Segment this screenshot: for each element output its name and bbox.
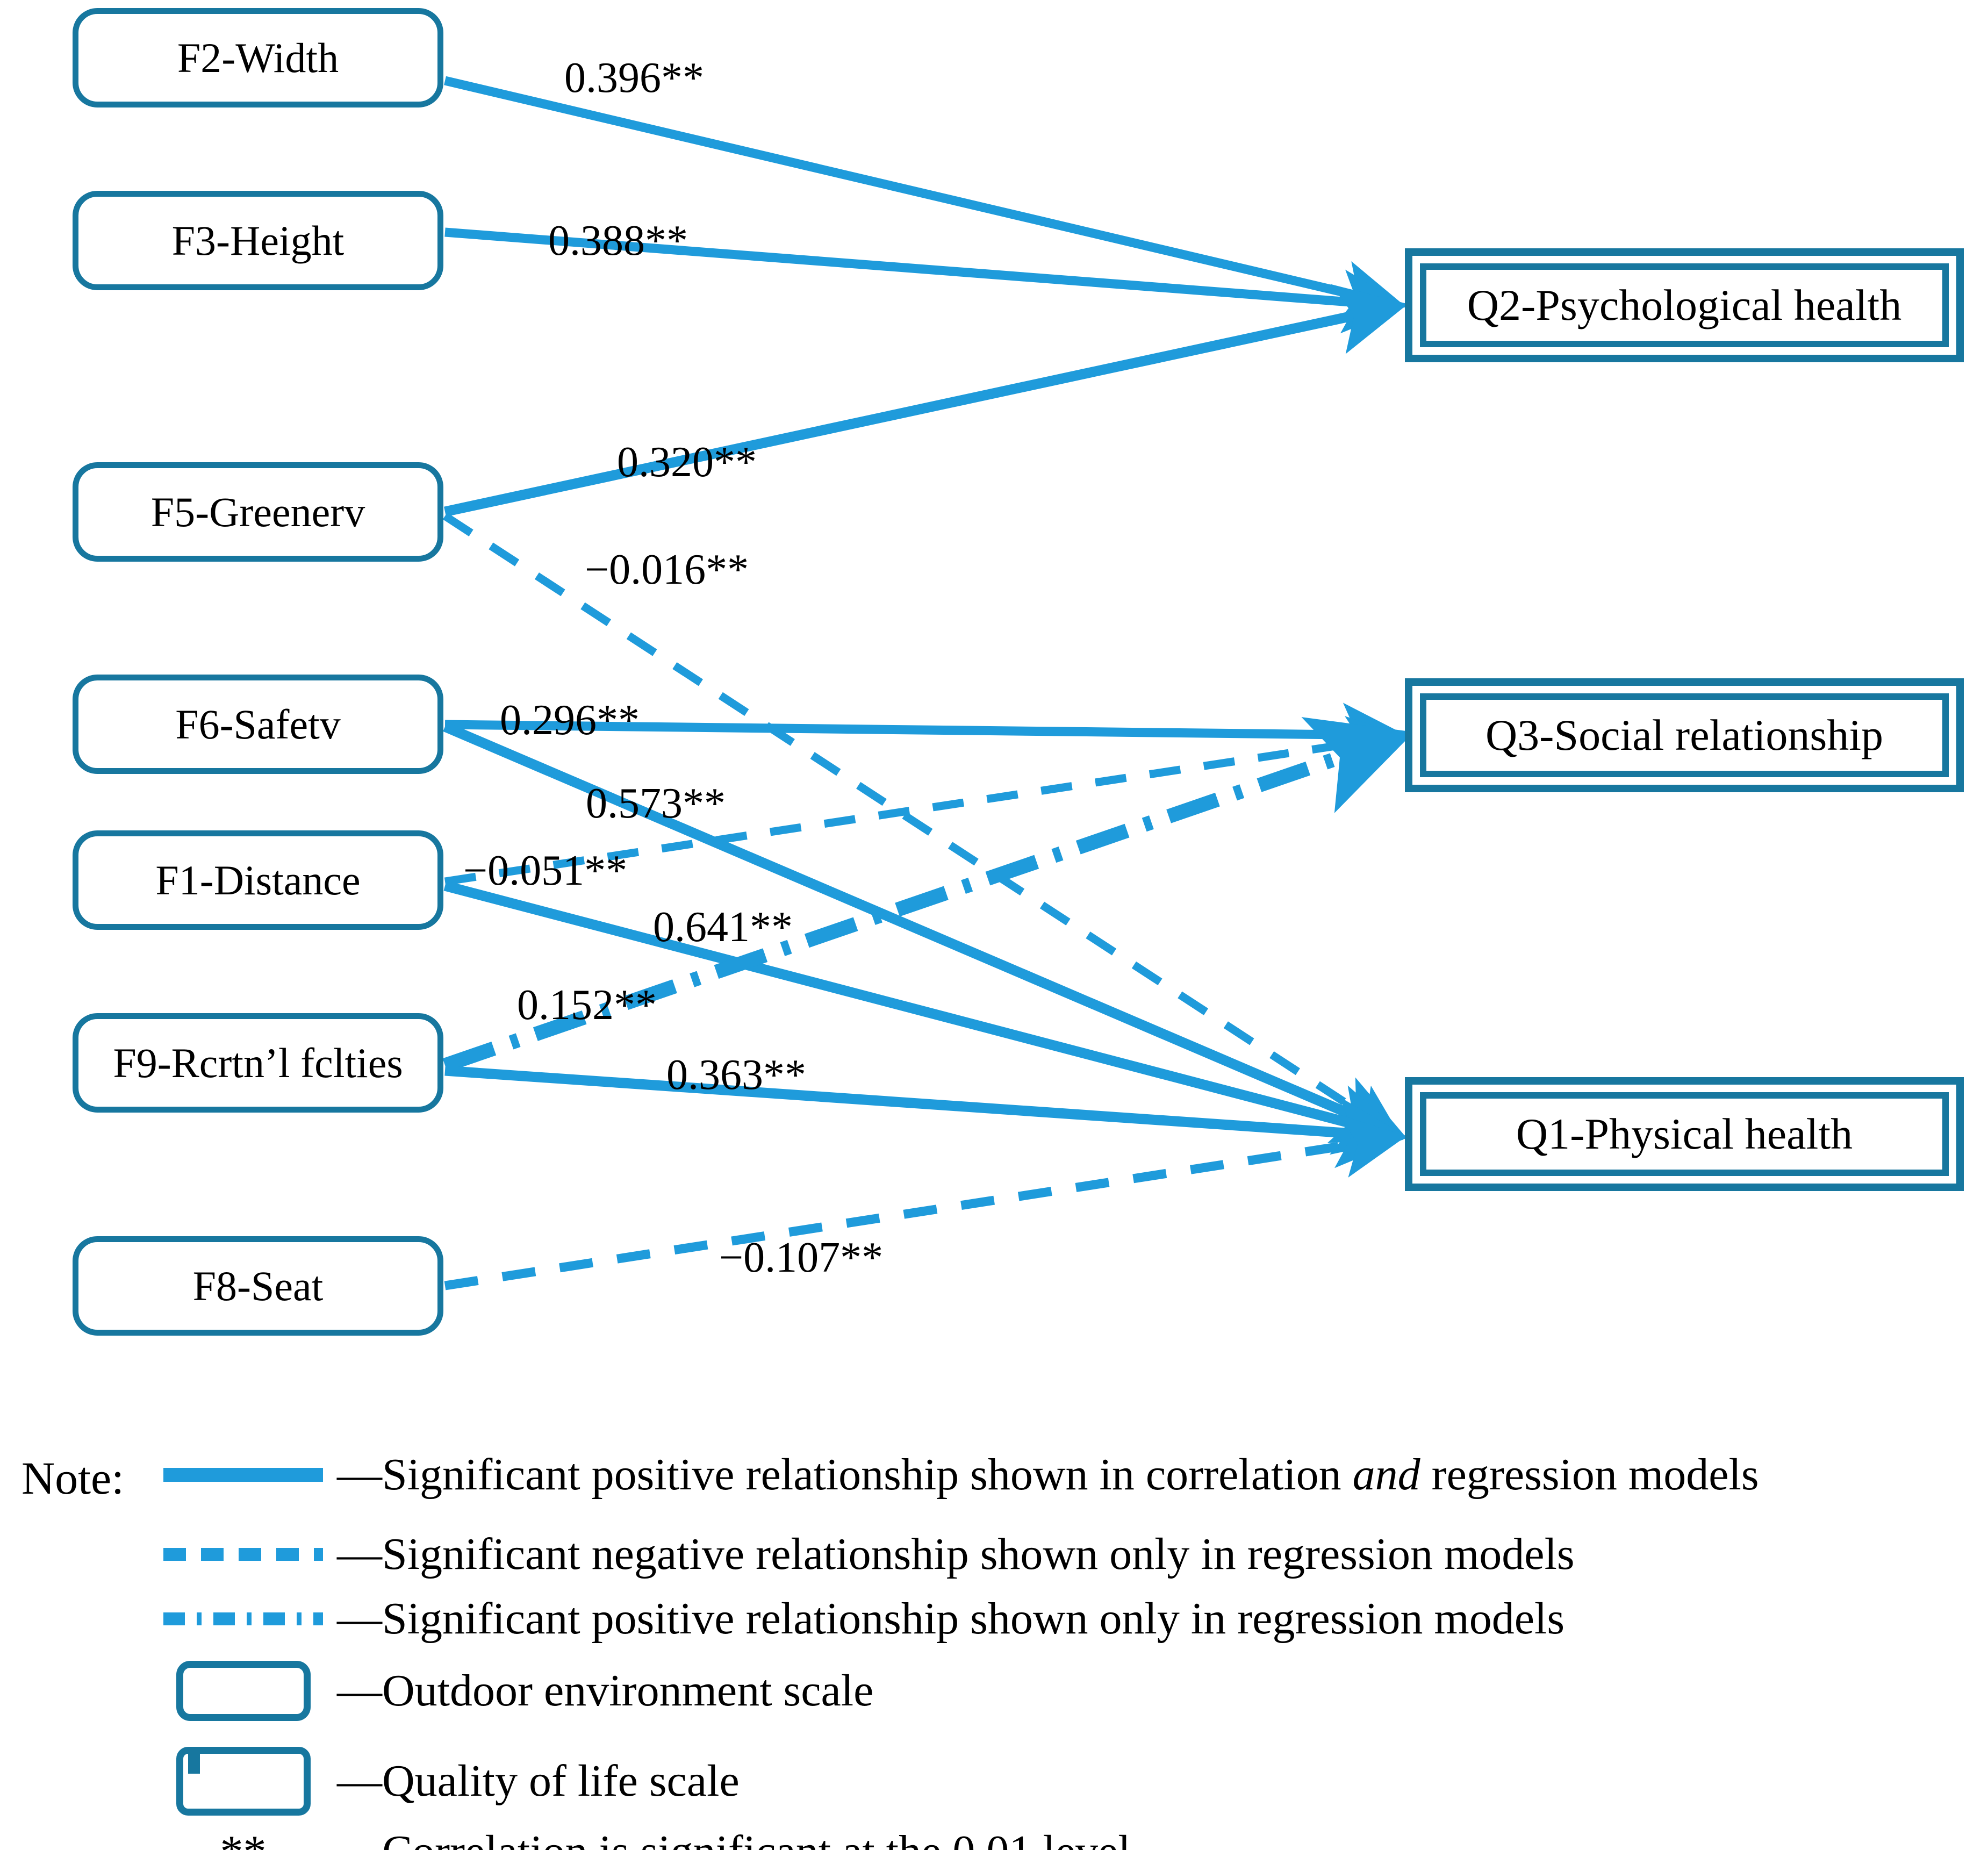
node-f6-safety[interactable]: F6-Safetv	[73, 675, 443, 774]
legend-dash: —	[337, 1450, 382, 1500]
node-f3-height[interactable]: F3-Height	[73, 191, 443, 290]
node-label: F9-Rcrtn’l fclties	[113, 1039, 403, 1086]
edge-F6-Q3	[444, 702, 1407, 767]
legend-text-solid: —Significant positive relationship shown…	[337, 1452, 1759, 1497]
node-label: Q2-Psychological health	[1467, 281, 1902, 329]
legend-row-significance: ** —Correlation is significant at the 0.…	[161, 1829, 1131, 1850]
legend-dash: —	[337, 1529, 382, 1579]
legend-dash: —	[337, 1826, 382, 1850]
edge-F5-Q1	[442, 512, 1403, 1141]
legend-text-part1: Quality of life scale	[382, 1756, 740, 1806]
node-label: F6-Safetv	[175, 700, 341, 748]
node-label: Q3-Social relationship	[1485, 711, 1884, 759]
edge-label-f2-q2: 0.396**	[564, 54, 704, 102]
edge-F2-Q2	[444, 76, 1406, 324]
node-f1-distance[interactable]: F1-Distance	[73, 830, 443, 930]
edge-label-f6-q3: 0.296**	[500, 697, 640, 744]
legend-row-dashdot: —Significant positive relationship shown…	[161, 1596, 1564, 1641]
node-inner-frame: Q1-Physical health	[1420, 1092, 1949, 1176]
legend-text-qol-scale: —Quality of life scale	[337, 1759, 740, 1804]
edge-F6-Q1	[443, 722, 1407, 1143]
node-label: F8-Seat	[192, 1262, 324, 1309]
legend-text-part2: regression models	[1420, 1450, 1759, 1500]
legend-text-part1: Outdoor environment scale	[382, 1666, 874, 1716]
rounded-box-icon	[161, 1661, 325, 1721]
node-f5-greenery[interactable]: F5-Greenerv	[73, 462, 443, 562]
node-label: F3-Height	[171, 217, 345, 264]
legend-text-part1: Significant negative relationship shown …	[382, 1529, 1575, 1579]
edge-F3-Q2	[444, 227, 1407, 334]
node-f8-seat[interactable]: F8-Seat	[73, 1236, 443, 1336]
legend-row-solid: —Significant positive relationship shown…	[161, 1452, 1759, 1497]
edge-label-f3-q2: 0.388**	[548, 217, 688, 264]
node-q3-social-relationship[interactable]: Q3-Social relationship	[1405, 678, 1964, 792]
node-q1-physical-health[interactable]: Q1-Physical health	[1405, 1077, 1964, 1191]
node-label: F2-Width	[177, 34, 339, 81]
dashed-line-icon	[161, 1544, 325, 1565]
node-f9-recreational-facilities[interactable]: F9-Rcrtn’l fclties	[73, 1013, 443, 1113]
legend-row-outdoor-scale: —Outdoor environment scale	[161, 1661, 873, 1721]
edge-F1-Q1	[443, 880, 1408, 1155]
edge-F8-Q1	[444, 1114, 1406, 1290]
node-label: F5-Greenerv	[150, 488, 365, 535]
edge-label-f1-q1: 0.641**	[653, 904, 793, 951]
legend-text-part1: Significant positive relationship shown …	[382, 1450, 1353, 1500]
edge-label-f9-q3: 0.152**	[517, 981, 657, 1029]
double-box-icon	[161, 1747, 325, 1816]
node-label: Q1-Physical health	[1516, 1109, 1853, 1158]
edge-label-f9-q1: 0.363**	[666, 1051, 806, 1099]
dashdot-line-icon	[161, 1608, 325, 1630]
node-label: F1-Distance	[155, 856, 361, 904]
edge-label-f8-q1: −0.107**	[719, 1234, 884, 1281]
edge-label-f5-q1: −0.016**	[585, 546, 749, 593]
edge-F1-Q3	[444, 716, 1405, 886]
node-inner-frame: Q3-Social relationship	[1420, 693, 1949, 777]
legend-text-outdoor-scale: —Outdoor environment scale	[337, 1668, 873, 1713]
legend-text-part1: Correlation is significant at the 0.01 l…	[382, 1826, 1131, 1850]
legend-text-dashed: —Significant negative relationship shown…	[337, 1532, 1575, 1577]
node-inner-frame: Q2-Psychological health	[1420, 263, 1949, 347]
legend-text-part1: Significant positive relationship shown …	[382, 1594, 1565, 1644]
edge-label-f6-q1: 0.573**	[586, 780, 726, 827]
asterisk-icon: **	[161, 1829, 325, 1850]
legend-text-significance: —Correlation is significant at the 0.01 …	[337, 1829, 1131, 1850]
edge-F9-Q3	[442, 717, 1414, 1072]
legend-row-dashed: —Significant negative relationship shown…	[161, 1532, 1575, 1577]
legend-row-qol-scale: —Quality of life scale	[161, 1747, 740, 1816]
solid-line-icon	[161, 1464, 325, 1486]
legend-text-emphasis: and	[1352, 1450, 1420, 1500]
edge-label-f1-q3: −0.051**	[463, 847, 628, 894]
legend-text-dashdot: —Significant positive relationship shown…	[337, 1596, 1564, 1641]
legend-dash: —	[337, 1666, 382, 1716]
edge-label-f5-q2: 0.320**	[617, 439, 757, 486]
legend-stars: **	[220, 1829, 267, 1850]
legend-dash: —	[337, 1756, 382, 1806]
legend-note-label: Note:	[21, 1452, 125, 1504]
node-q2-psychological-health[interactable]: Q2-Psychological health	[1405, 248, 1964, 362]
node-f2-width[interactable]: F2-Width	[73, 8, 443, 107]
edge-F9-Q1	[444, 1065, 1409, 1168]
legend-dash: —	[337, 1594, 382, 1644]
legend: Note: —Significant positive relationship…	[0, 1419, 1988, 1850]
edge-F5-Q2	[443, 284, 1408, 517]
